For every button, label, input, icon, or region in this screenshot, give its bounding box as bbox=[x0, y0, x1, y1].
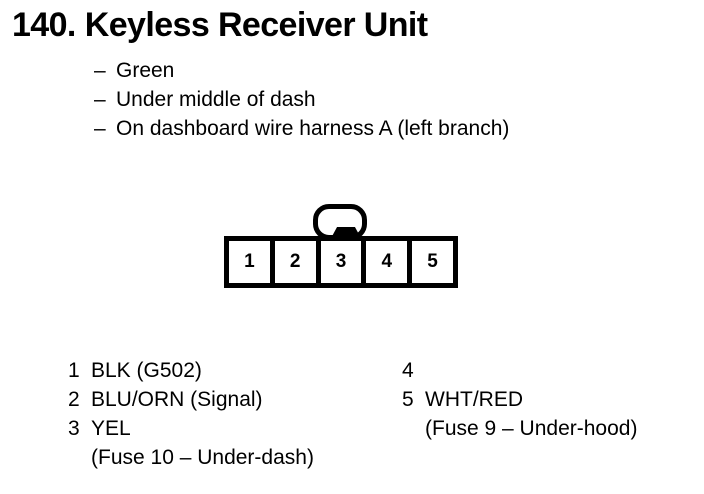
page-title-name: Keyless Receiver Unit bbox=[84, 6, 428, 44]
pin-legend-number: 1 bbox=[68, 359, 80, 382]
connector-pin-cell: 5 bbox=[412, 241, 453, 283]
page-title: 140.Keyless Receiver Unit bbox=[12, 4, 428, 46]
pin-legend-number: 3 bbox=[68, 417, 80, 440]
pin-legend-number: 4 bbox=[402, 359, 414, 382]
dash-icon: – bbox=[94, 117, 106, 140]
spec-item-label: Green bbox=[116, 59, 175, 82]
connector-lock-tab-icon bbox=[313, 204, 367, 240]
dash-icon: – bbox=[94, 88, 106, 111]
connector-body: 1 2 3 4 5 bbox=[224, 236, 458, 288]
pin-legend-row: 3 YEL bbox=[68, 414, 314, 443]
pin-legend-subline: (Fuse 10 – Under-dash) bbox=[91, 446, 314, 469]
pin-legend-row: 2 BLU/ORN (Signal) bbox=[68, 385, 314, 414]
page-title-number: 140. bbox=[12, 6, 76, 44]
pin-legend-row: 1 BLK (G502) bbox=[68, 356, 314, 385]
pin-legend-number: 5 bbox=[402, 388, 414, 411]
spec-item-color: – Green bbox=[94, 56, 654, 85]
pin-legend-right-column: 4 5 WHT/RED (Fuse 9 – Under-hood) bbox=[402, 356, 637, 443]
pin-legend-label: YEL bbox=[91, 417, 131, 440]
connector-pin-number: 4 bbox=[381, 251, 393, 272]
connector-pin-number: 3 bbox=[335, 251, 347, 272]
pin-legend-label: BLU/ORN (Signal) bbox=[91, 388, 263, 411]
connector-pin-cell: 4 bbox=[366, 241, 413, 283]
pin-legend-row: 5 WHT/RED bbox=[402, 385, 637, 414]
spec-item-harness: – On dashboard wire harness A (left bran… bbox=[94, 114, 654, 143]
connector-diagram: 1 2 3 4 5 bbox=[224, 204, 458, 288]
spec-item-label: Under middle of dash bbox=[116, 88, 316, 111]
dash-icon: – bbox=[94, 59, 106, 82]
pin-legend-row: 4 bbox=[402, 356, 637, 385]
connector-pin-number: 1 bbox=[244, 251, 255, 272]
spec-item-location: – Under middle of dash bbox=[94, 85, 654, 114]
connector-pin-cell: 2 bbox=[274, 241, 321, 283]
pin-legend-subline: (Fuse 9 – Under-hood) bbox=[425, 417, 638, 440]
spec-list: – Green – Under middle of dash – On dash… bbox=[94, 56, 654, 143]
pin-legend-label: BLK (G502) bbox=[91, 359, 202, 382]
pin-legend: 1 BLK (G502) 2 BLU/ORN (Signal) 3 YEL (F… bbox=[0, 356, 704, 486]
spec-item-label: On dashboard wire harness A (left branch… bbox=[116, 117, 510, 140]
connector-pin-cell: 3 bbox=[320, 241, 367, 283]
pin-legend-number: 2 bbox=[68, 388, 80, 411]
pin-legend-label: WHT/RED bbox=[425, 388, 523, 411]
connector-pin-number: 5 bbox=[427, 251, 438, 272]
connector-pin-cell: 1 bbox=[229, 241, 275, 283]
connector-pin-number: 2 bbox=[289, 251, 301, 272]
pin-legend-left-column: 1 BLK (G502) 2 BLU/ORN (Signal) 3 YEL (F… bbox=[68, 356, 314, 472]
